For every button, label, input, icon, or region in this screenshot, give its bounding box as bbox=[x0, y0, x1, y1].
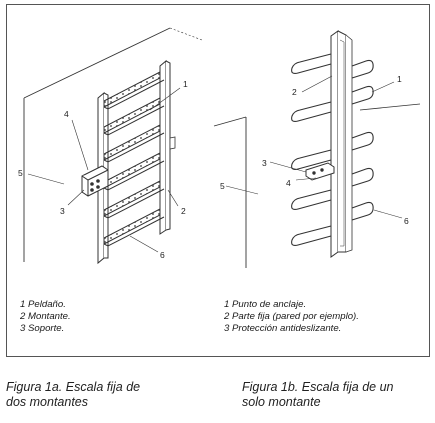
rung-left-1b bbox=[291, 53, 332, 74]
callout-1a-5: 5 bbox=[18, 168, 23, 178]
rung-1a bbox=[103, 124, 165, 163]
caption-line: solo montante bbox=[242, 395, 321, 409]
callout-1b-4: 4 bbox=[286, 178, 291, 188]
rung-left-1b bbox=[291, 149, 332, 170]
legend-item: 3 Soporte. bbox=[20, 323, 65, 335]
wall-1a bbox=[23, 27, 203, 262]
legend-item: 1 Peldaño. bbox=[20, 299, 66, 310]
caption-figure-1b: Figura 1b. Escala fija de un solo montan… bbox=[242, 380, 393, 410]
rung-right-1b bbox=[351, 167, 374, 187]
callout-1a-4: 4 bbox=[64, 109, 69, 119]
callout-1b-1: 1 bbox=[397, 74, 402, 84]
rung-right-1b bbox=[351, 59, 374, 79]
caption-line: dos montantes bbox=[6, 395, 88, 409]
legend-item: 1 Punto de anclaje. bbox=[224, 299, 307, 310]
figure-1b-drawing bbox=[213, 30, 421, 268]
callout-1a-6: 6 bbox=[160, 250, 165, 260]
legend-figure-1b: 1 Punto de anclaje. 2 Parte fija (pared … bbox=[224, 299, 359, 336]
callout-1b-3: 3 bbox=[262, 158, 267, 168]
legend-item: 2 Parte fija (pared por ejemplo). bbox=[224, 311, 359, 323]
rung-1a bbox=[103, 97, 165, 136]
legend-item: 3 Protección antideslizante. bbox=[224, 323, 342, 335]
rail-right-1a bbox=[159, 59, 176, 235]
callout-1b-5: 5 bbox=[220, 181, 225, 191]
legend-item: 2 Montante. bbox=[20, 311, 71, 323]
caption-line: Figura 1a. Escala fija de bbox=[6, 380, 141, 394]
legend-figure-1a: 1 Peldaño. 2 Montante. 3 Soporte. bbox=[20, 299, 71, 336]
rung-right-1b bbox=[351, 201, 374, 221]
rung-1a bbox=[103, 180, 165, 219]
caption-line: Figura 1b. Escala fija de un bbox=[242, 380, 394, 394]
rung-right-1b bbox=[351, 131, 374, 151]
bracket-1b bbox=[305, 162, 335, 181]
rung-1a bbox=[103, 208, 165, 247]
callout-1a-1: 1 bbox=[183, 79, 188, 89]
caption-figure-1a: Figura 1a. Escala fija de dos montantes bbox=[6, 380, 140, 410]
rung-right-1b bbox=[351, 85, 374, 105]
rung-left-1b bbox=[291, 101, 332, 122]
callout-1a-3: 3 bbox=[60, 206, 65, 216]
callout-1a-2: 2 bbox=[181, 206, 186, 216]
rail-center-1b bbox=[330, 30, 353, 258]
bracket-1a bbox=[81, 165, 109, 197]
wall-1b bbox=[213, 103, 421, 268]
rung-left-1b bbox=[291, 189, 332, 210]
figure-1a-drawing bbox=[23, 27, 203, 265]
rung-left-1b bbox=[291, 225, 332, 246]
rung-1a bbox=[103, 71, 165, 110]
leaders-1b bbox=[225, 75, 403, 219]
leaders-1a bbox=[27, 87, 181, 253]
figure-frame bbox=[6, 4, 430, 357]
callout-1b-6: 6 bbox=[404, 216, 409, 226]
callout-1b-2: 2 bbox=[292, 87, 297, 97]
